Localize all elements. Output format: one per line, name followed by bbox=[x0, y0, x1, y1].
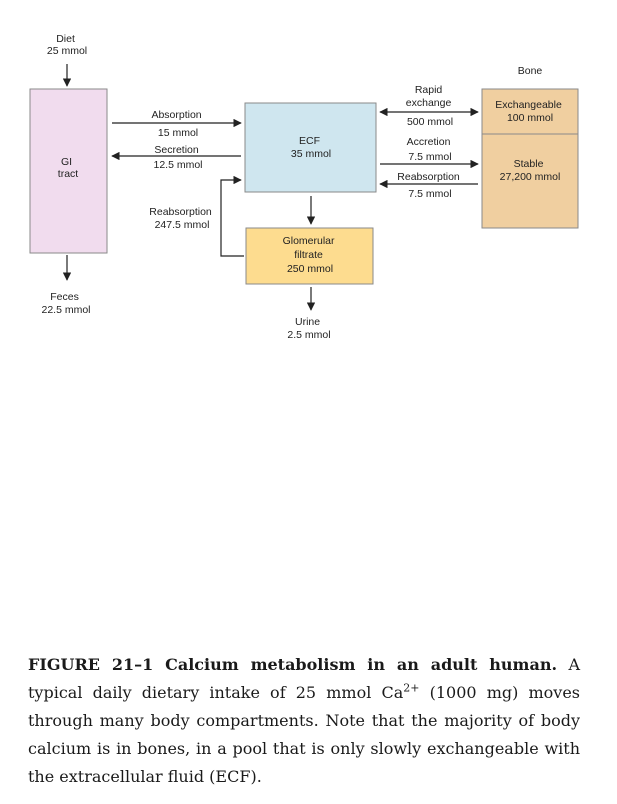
bone-exchangeable-box bbox=[481, 88, 579, 135]
bone-reabsorption-label: Reabsorption 7.5 mmol bbox=[397, 171, 462, 200]
caption-superscript: 2+ bbox=[403, 681, 420, 695]
glomerular-filtrate-box bbox=[245, 227, 374, 285]
calcium-metabolism-diagram: Diet 25 mmol GI tract Absorption 15 mmol… bbox=[29, 33, 579, 341]
bone-stable-box bbox=[481, 133, 579, 229]
bone-title: Bone bbox=[518, 65, 543, 77]
accretion-label: Accretion 7.5 mmol bbox=[407, 136, 454, 163]
urine-label: Urine 2.5 mmol bbox=[287, 316, 330, 341]
diet-label: Diet 25 mmol bbox=[47, 33, 87, 57]
absorption-label: Absorption 15 mmol bbox=[151, 109, 204, 139]
caption-text-after: (1000 mg) moves through many body compar… bbox=[28, 683, 580, 786]
rapid-exchange-label: Rapid exchange 500 mmol bbox=[406, 84, 454, 128]
figure-caption: FIGURE 21–1 Calcium metabolism in an adu… bbox=[28, 651, 580, 791]
ecf-label: ECF 35 mmol bbox=[291, 135, 331, 160]
kidney-reabsorption-label: Reabsorption 247.5 mmol bbox=[149, 206, 214, 231]
kidney-reabsorption-arrow bbox=[220, 175, 244, 257]
ecf-box bbox=[244, 102, 377, 193]
gi-tract-label: GI tract bbox=[58, 156, 79, 180]
caption-text-before: A typical daily dietary intake of 25 mmo… bbox=[28, 655, 580, 702]
feces-label: Feces 22.5 mmol bbox=[41, 291, 90, 316]
secretion-label: Secretion 12.5 mmol bbox=[153, 144, 202, 171]
exchangeable-label: Exchangeable 100 mmol bbox=[495, 99, 564, 124]
figure-label: FIGURE 21–1 Calcium metabolism in an adu… bbox=[28, 655, 558, 674]
glomerular-filtrate-label: Glomerular filtrate 250 mmol bbox=[283, 235, 338, 275]
gi-tract-box bbox=[29, 88, 108, 254]
stable-label: Stable 27,200 mmol bbox=[500, 158, 561, 183]
